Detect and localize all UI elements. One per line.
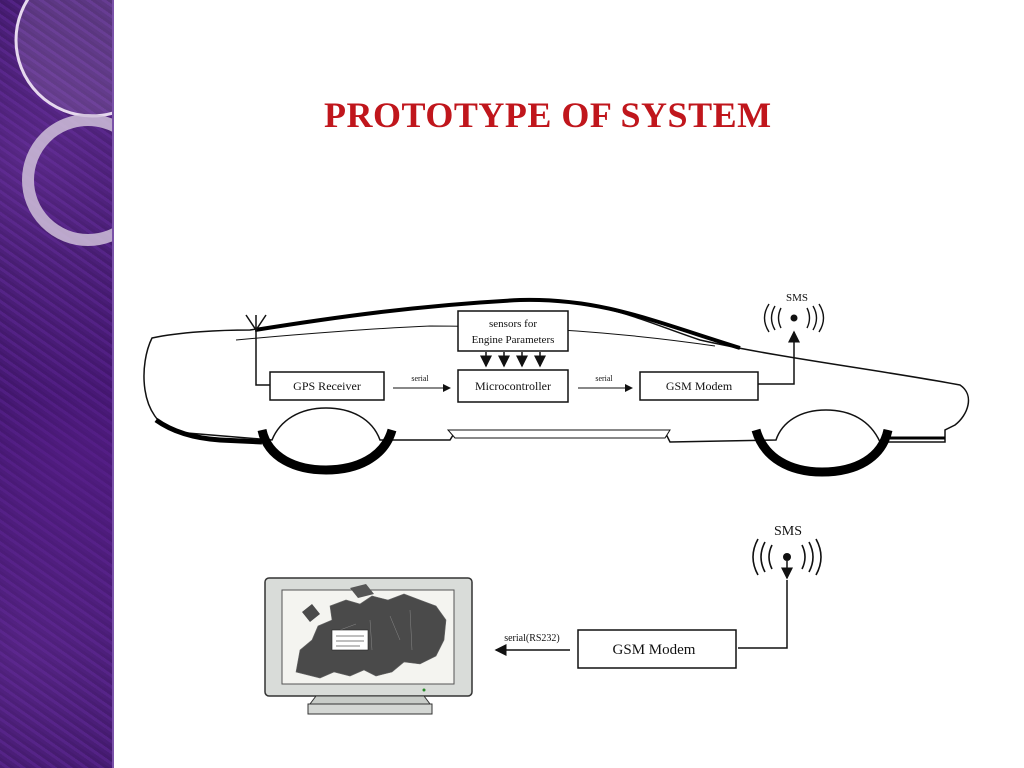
microcontroller-label: Microcontroller bbox=[475, 379, 551, 393]
car-front-bumper bbox=[154, 417, 263, 445]
sensors-label-line2: Engine Parameters bbox=[472, 334, 555, 346]
gsm-modem-box-car bbox=[639, 371, 759, 401]
sensors-box bbox=[457, 310, 569, 352]
gps-receiver-label: GPS Receiver bbox=[293, 379, 361, 393]
europe-map-icon bbox=[295, 584, 447, 679]
serial-label-left: serial bbox=[411, 374, 429, 383]
slide-title: PROTOTYPE OF SYSTEM bbox=[324, 95, 772, 135]
sms-label-base: SMS bbox=[774, 524, 802, 539]
base-sms-link bbox=[738, 580, 788, 649]
car-rear-wheel bbox=[751, 428, 893, 477]
car-sms-link bbox=[758, 330, 800, 385]
gsm-modem-box-base bbox=[577, 629, 737, 669]
sidebar-rings bbox=[14, 0, 112, 246]
decorative-sidebar bbox=[0, 0, 112, 768]
serial-label-right: serial bbox=[595, 374, 613, 383]
serial-rs232-label: serial(RS232) bbox=[504, 633, 560, 644]
car-roofline bbox=[254, 297, 741, 350]
sms-antenna-icon-base bbox=[752, 538, 822, 576]
gps-receiver-box bbox=[269, 371, 385, 401]
gsm-modem-label-base: GSM Modem bbox=[613, 642, 696, 658]
sidebar-ring-small bbox=[22, 114, 112, 246]
microcontroller-box bbox=[457, 369, 569, 403]
gsm-modem-label-car: GSM Modem bbox=[666, 379, 733, 393]
gps-antenna-icon bbox=[245, 314, 270, 386]
sms-label-car: SMS bbox=[786, 292, 808, 304]
car-window-line bbox=[235, 325, 716, 347]
sensors-label-line1: sensors for bbox=[489, 318, 537, 330]
car-front-wheel bbox=[257, 428, 397, 475]
sidebar-divider bbox=[112, 0, 114, 768]
sms-antenna-icon-car bbox=[763, 303, 825, 333]
car-side-sill bbox=[446, 429, 671, 439]
sensor-arrows bbox=[480, 352, 546, 368]
